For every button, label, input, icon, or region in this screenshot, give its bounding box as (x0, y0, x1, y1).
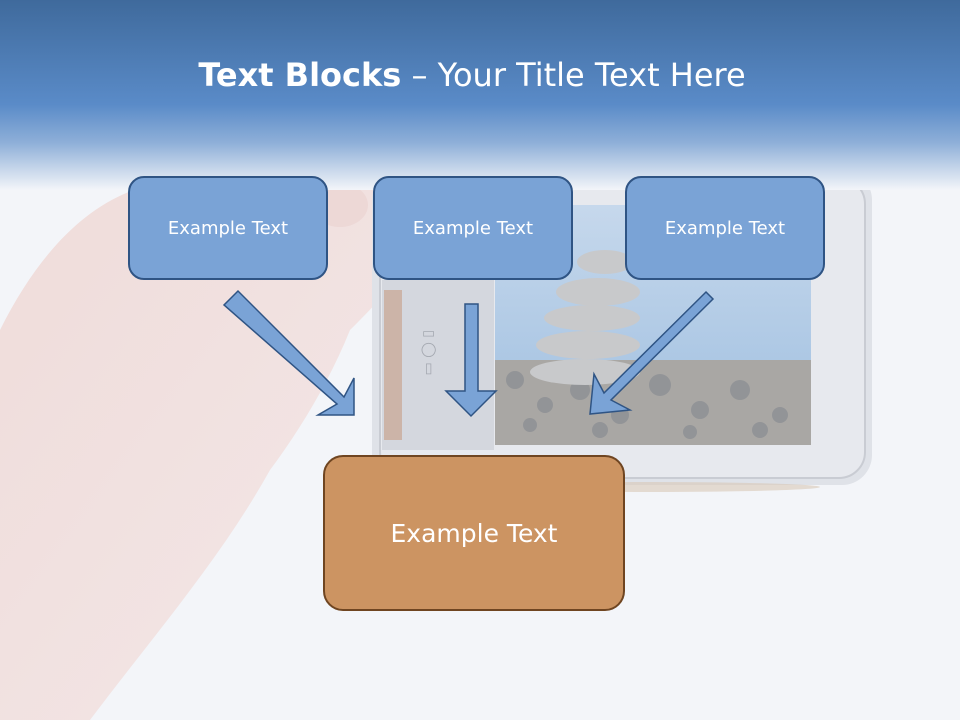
arrow-left (222, 289, 355, 416)
text-block-2-label: Example Text (412, 217, 534, 239)
text-block-2[interactable]: Example Text (373, 176, 573, 280)
text-block-3[interactable]: Example Text (625, 176, 825, 280)
main-text-block[interactable]: Example Text (323, 455, 625, 611)
title-dash: – (401, 56, 438, 94)
arrow-right (589, 290, 715, 415)
svg-text:▯ ◯ ▭: ▯ ◯ ▭ (421, 330, 437, 376)
title-rest: Your Title Text Here (437, 56, 746, 94)
text-block-1[interactable]: Example Text (128, 176, 328, 280)
title-bold: Text Blocks (198, 56, 402, 94)
main-text-block-label: Example Text (390, 518, 558, 548)
slide-title: Text Blocks – Your Title Text Here (0, 52, 944, 98)
text-block-3-label: Example Text (664, 217, 786, 239)
arrow-center (444, 303, 498, 418)
text-block-1-label: Example Text (167, 217, 289, 239)
